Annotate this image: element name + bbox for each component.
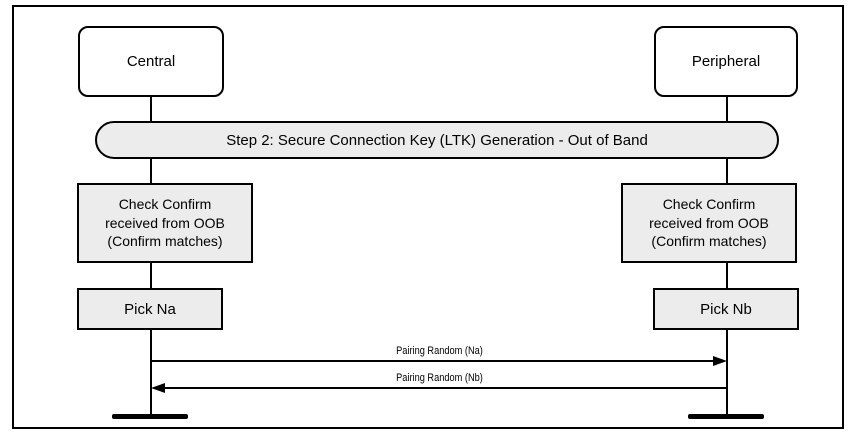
lifeline-end-bar-central xyxy=(112,414,188,419)
check-confirm-peripheral-label: Check Confirm received from OOB (Confirm… xyxy=(649,195,769,250)
step-banner: Step 2: Secure Connection Key (LTK) Gene… xyxy=(95,121,779,159)
pick-na-box: Pick Na xyxy=(77,288,223,330)
actor-central: Central xyxy=(78,26,224,97)
check-confirm-box-central: Check Confirm received from OOB (Confirm… xyxy=(77,183,253,263)
check-confirm-central-label: Check Confirm received from OOB (Confirm… xyxy=(105,195,225,250)
pick-nb-box: Pick Nb xyxy=(653,288,799,330)
step-banner-label: Step 2: Secure Connection Key (LTK) Gene… xyxy=(226,131,648,149)
message-label-pairing-random-nb: Pairing Random (Nb) xyxy=(396,372,483,384)
arrowhead-right-icon xyxy=(713,356,727,366)
actor-peripheral-label: Peripheral xyxy=(691,53,761,70)
check-confirm-box-peripheral: Check Confirm received from OOB (Confirm… xyxy=(621,183,797,263)
actor-central-label: Central xyxy=(126,53,176,70)
message-label-pairing-random-na: Pairing Random (Na) xyxy=(396,345,483,357)
pick-nb-label: Pick Nb xyxy=(700,300,752,318)
message-arrow-pairing-random-na xyxy=(152,360,715,362)
actor-peripheral: Peripheral xyxy=(654,26,798,97)
message-arrow-pairing-random-nb xyxy=(164,387,727,389)
lifeline-end-bar-peripheral xyxy=(688,414,764,419)
pick-na-label: Pick Na xyxy=(124,300,176,318)
arrowhead-left-icon xyxy=(151,383,165,393)
